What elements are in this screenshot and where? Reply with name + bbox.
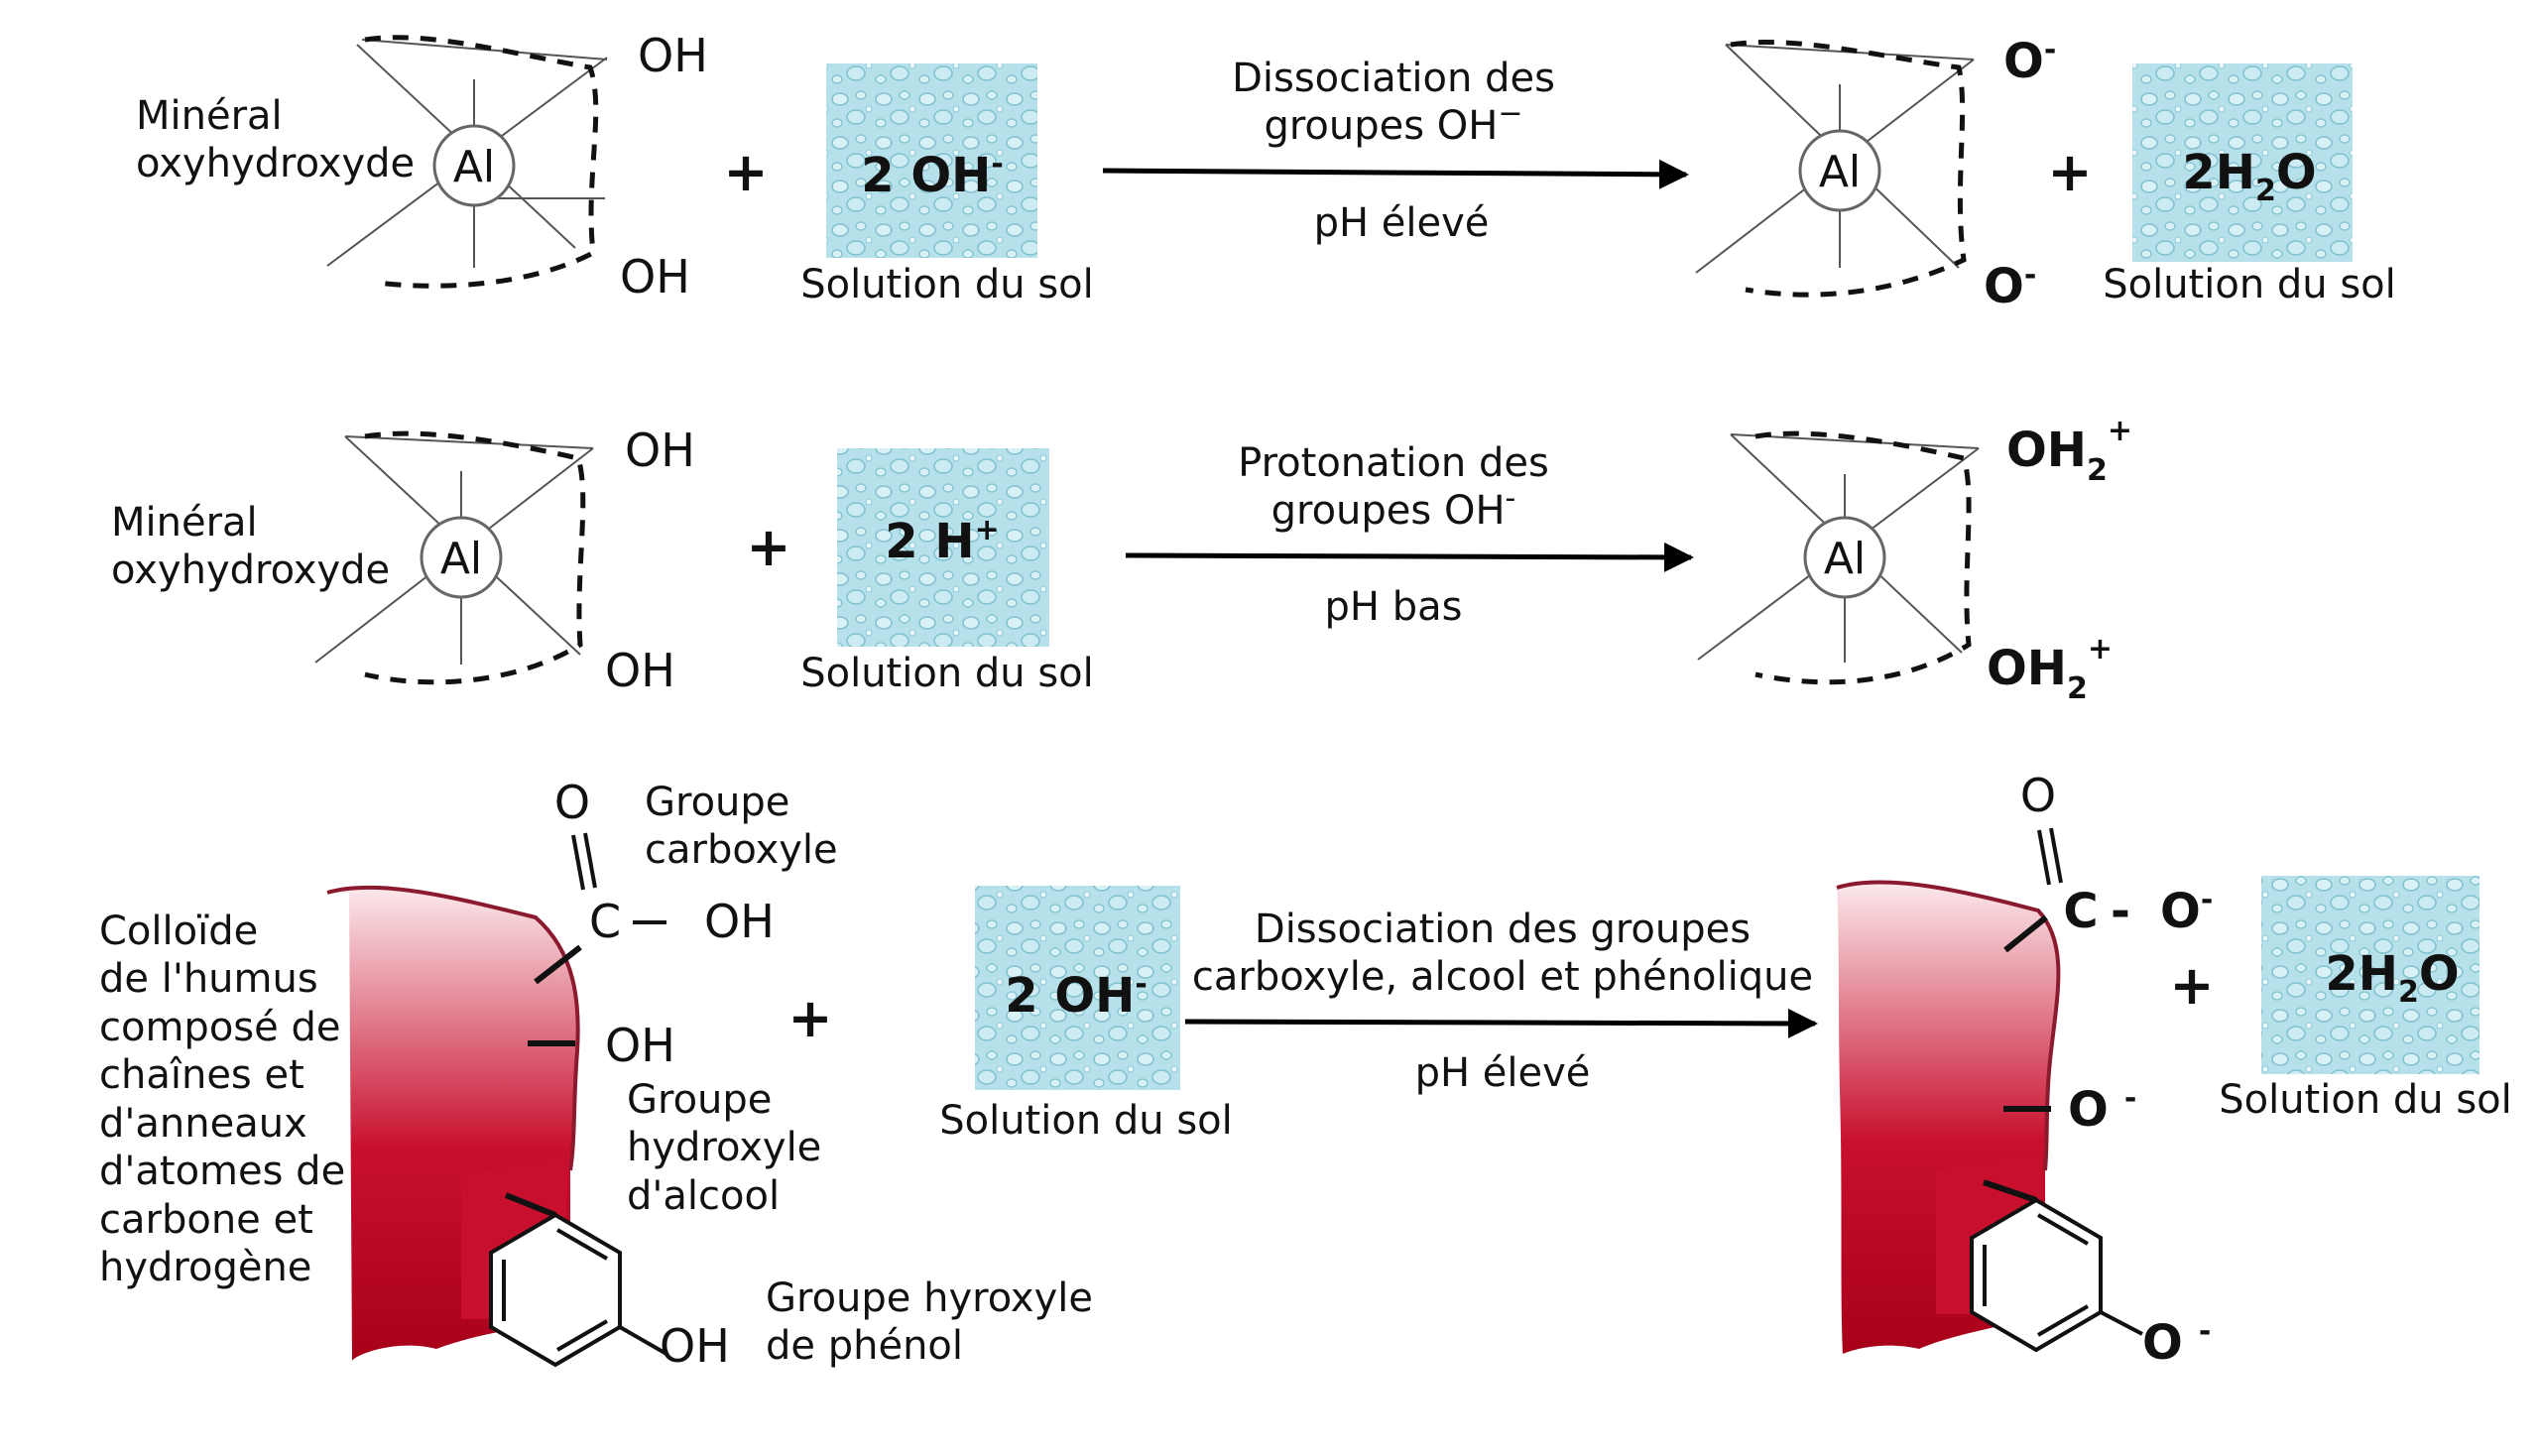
row3-product-water-box: [2261, 876, 2479, 1074]
row1-product-plus: +: [2047, 141, 2092, 203]
row2-reagent: 2 H+: [885, 513, 999, 569]
colloid-line-1: de l'humus: [99, 956, 318, 1002]
row3-colloid-label: Colloïde de l'humus composé de chaînes e…: [99, 909, 345, 1290]
row3-reagent: 2 OH-: [1005, 967, 1148, 1024]
row2-mineral-label-line1: Minéral: [111, 500, 258, 546]
row3-product-solution-label: Solution du sol: [2219, 1077, 2512, 1123]
row3-carboxyl-oh: OH: [704, 895, 775, 948]
row2-reaction-arrow: [1125, 542, 1694, 572]
row1-product-solution-label: Solution du sol: [2103, 262, 2396, 307]
row3-carboxyl-label-line1: Groupe: [645, 780, 789, 825]
row2-arrow-text-line1: Protonation des: [1238, 440, 1549, 486]
row3-product-carboxyl-o: O: [2020, 769, 2056, 822]
row2-plus: +: [746, 516, 790, 578]
row2-reaction: Minéral oxyhydroxyde Al OH OH + 2 H+ Sol…: [111, 414, 2132, 706]
row1-oh-bottom: OH: [620, 250, 690, 303]
row1-product-water-box: [2132, 63, 2353, 262]
row3-product-phenol-o-minus: O-: [2142, 1314, 2211, 1371]
row2-oh-top: OH: [625, 424, 695, 477]
row1-product-water: 2H2O: [2182, 145, 2316, 208]
row3-phenol-label-line2: de phénol: [766, 1323, 963, 1369]
row2-oh-bottom: OH: [605, 644, 675, 697]
colloid-line-6: carbone et: [99, 1197, 313, 1243]
row3-alcohol-label-line2: hydroxyle: [627, 1125, 821, 1170]
row3-arrow-text-line2: carboxyle, alcool et phénolique: [1192, 954, 1813, 1000]
row1-mineral-label-line1: Minéral: [136, 93, 283, 139]
row3-solution-label: Solution du sol: [939, 1098, 1233, 1144]
row3-product-alcohol-o-minus: O-: [2068, 1081, 2136, 1138]
row2-arrow-text-line2: groupes OH-: [1271, 481, 1516, 534]
row1-arrow-condition: pH élevé: [1314, 200, 1490, 246]
row2-product-al-atom: Al: [1824, 534, 1866, 584]
colloid-line-0: Colloïde: [99, 909, 258, 954]
row1-arrow-text-line1: Dissociation des: [1232, 56, 1555, 101]
row3-benzene-ring: [489, 1192, 667, 1368]
row3-product-carboxyl-o-minus: O-: [2160, 883, 2213, 939]
row2-water-box: [837, 448, 1049, 647]
row3-product-carboxyl-c: C: [2063, 884, 2098, 939]
row1-reagent: 2 OH-: [861, 147, 1004, 203]
row3-product-benzene-ring: [1970, 1179, 2143, 1353]
row2-arrow-condition: pH bas: [1325, 584, 1463, 630]
row3-reaction: Colloïde de l'humus composé de chaînes e…: [99, 769, 2512, 1373]
row1-al-atom: Al: [453, 142, 495, 192]
row3-carboxyl-label-line2: carboxyle: [645, 827, 838, 873]
row2-mineral-structure: Al: [314, 430, 594, 685]
row2-solution-label: Solution du sol: [800, 651, 1094, 696]
row1-arrow-text-line2: groupes OH−: [1264, 96, 1522, 149]
colloid-line-4: d'anneaux: [99, 1101, 307, 1147]
row2-product-structure: Al: [1697, 430, 1980, 685]
row3-alcohol-label-line3: d'alcool: [627, 1173, 780, 1219]
row3-arrow-condition: pH élevé: [1415, 1050, 1591, 1096]
row1-mineral-structure: Al: [326, 35, 608, 289]
row2-al-atom: Al: [440, 534, 482, 584]
row1-product-al-atom: Al: [1819, 147, 1861, 197]
row3-plus: +: [787, 987, 832, 1049]
colloid-line-5: d'atomes de: [99, 1149, 345, 1194]
row3-product-water: 2H2O: [2325, 946, 2459, 1010]
row2-product-oh2-bottom: OH2+: [1987, 632, 2113, 706]
row3-phenol-label-line1: Groupe hyroxyle: [766, 1275, 1093, 1321]
row1-water-box: [826, 63, 1037, 258]
row1-solution-label: Solution du sol: [800, 262, 1094, 307]
row1-oh-top: OH: [638, 29, 708, 82]
colloid-line-3: chaînes et: [99, 1052, 304, 1098]
row3-arrow-text-line1: Dissociation des groupes: [1255, 907, 1751, 952]
row3-product-plus: +: [2169, 954, 2214, 1017]
row1-reaction-arrow: [1102, 159, 1689, 189]
row3-product-c-dash: -: [2111, 884, 2130, 939]
row3-alcohol-label-line1: Groupe: [627, 1077, 772, 1123]
row1-product-o-bottom: O-: [1984, 258, 2036, 314]
row2-product-oh2-top: OH2+: [2006, 414, 2132, 488]
colloid-line-7: hydrogène: [99, 1245, 311, 1290]
row1-product-o-top: O-: [2003, 33, 2056, 89]
row1-mineral-label-line2: oxyhydroxyde: [136, 141, 415, 186]
row3-alcohol-oh: OH: [605, 1019, 675, 1072]
row1-product-structure: Al: [1695, 40, 1975, 298]
colloid-line-2: composé de: [99, 1005, 340, 1050]
row3-phenol-oh: OH: [660, 1319, 730, 1373]
row1-plus: +: [723, 141, 768, 203]
row1-reaction: Minéral oxyhydroxyde Al OH OH + 2 OH- So…: [136, 29, 2396, 314]
row3-water-box: [975, 886, 1180, 1090]
row2-mineral-label-line2: oxyhydroxyde: [111, 547, 390, 593]
row3-carboxyl-c: C: [589, 895, 621, 948]
row3-reaction-arrow: [1184, 1008, 1818, 1038]
row3-carboxyl-o: O: [554, 776, 590, 829]
